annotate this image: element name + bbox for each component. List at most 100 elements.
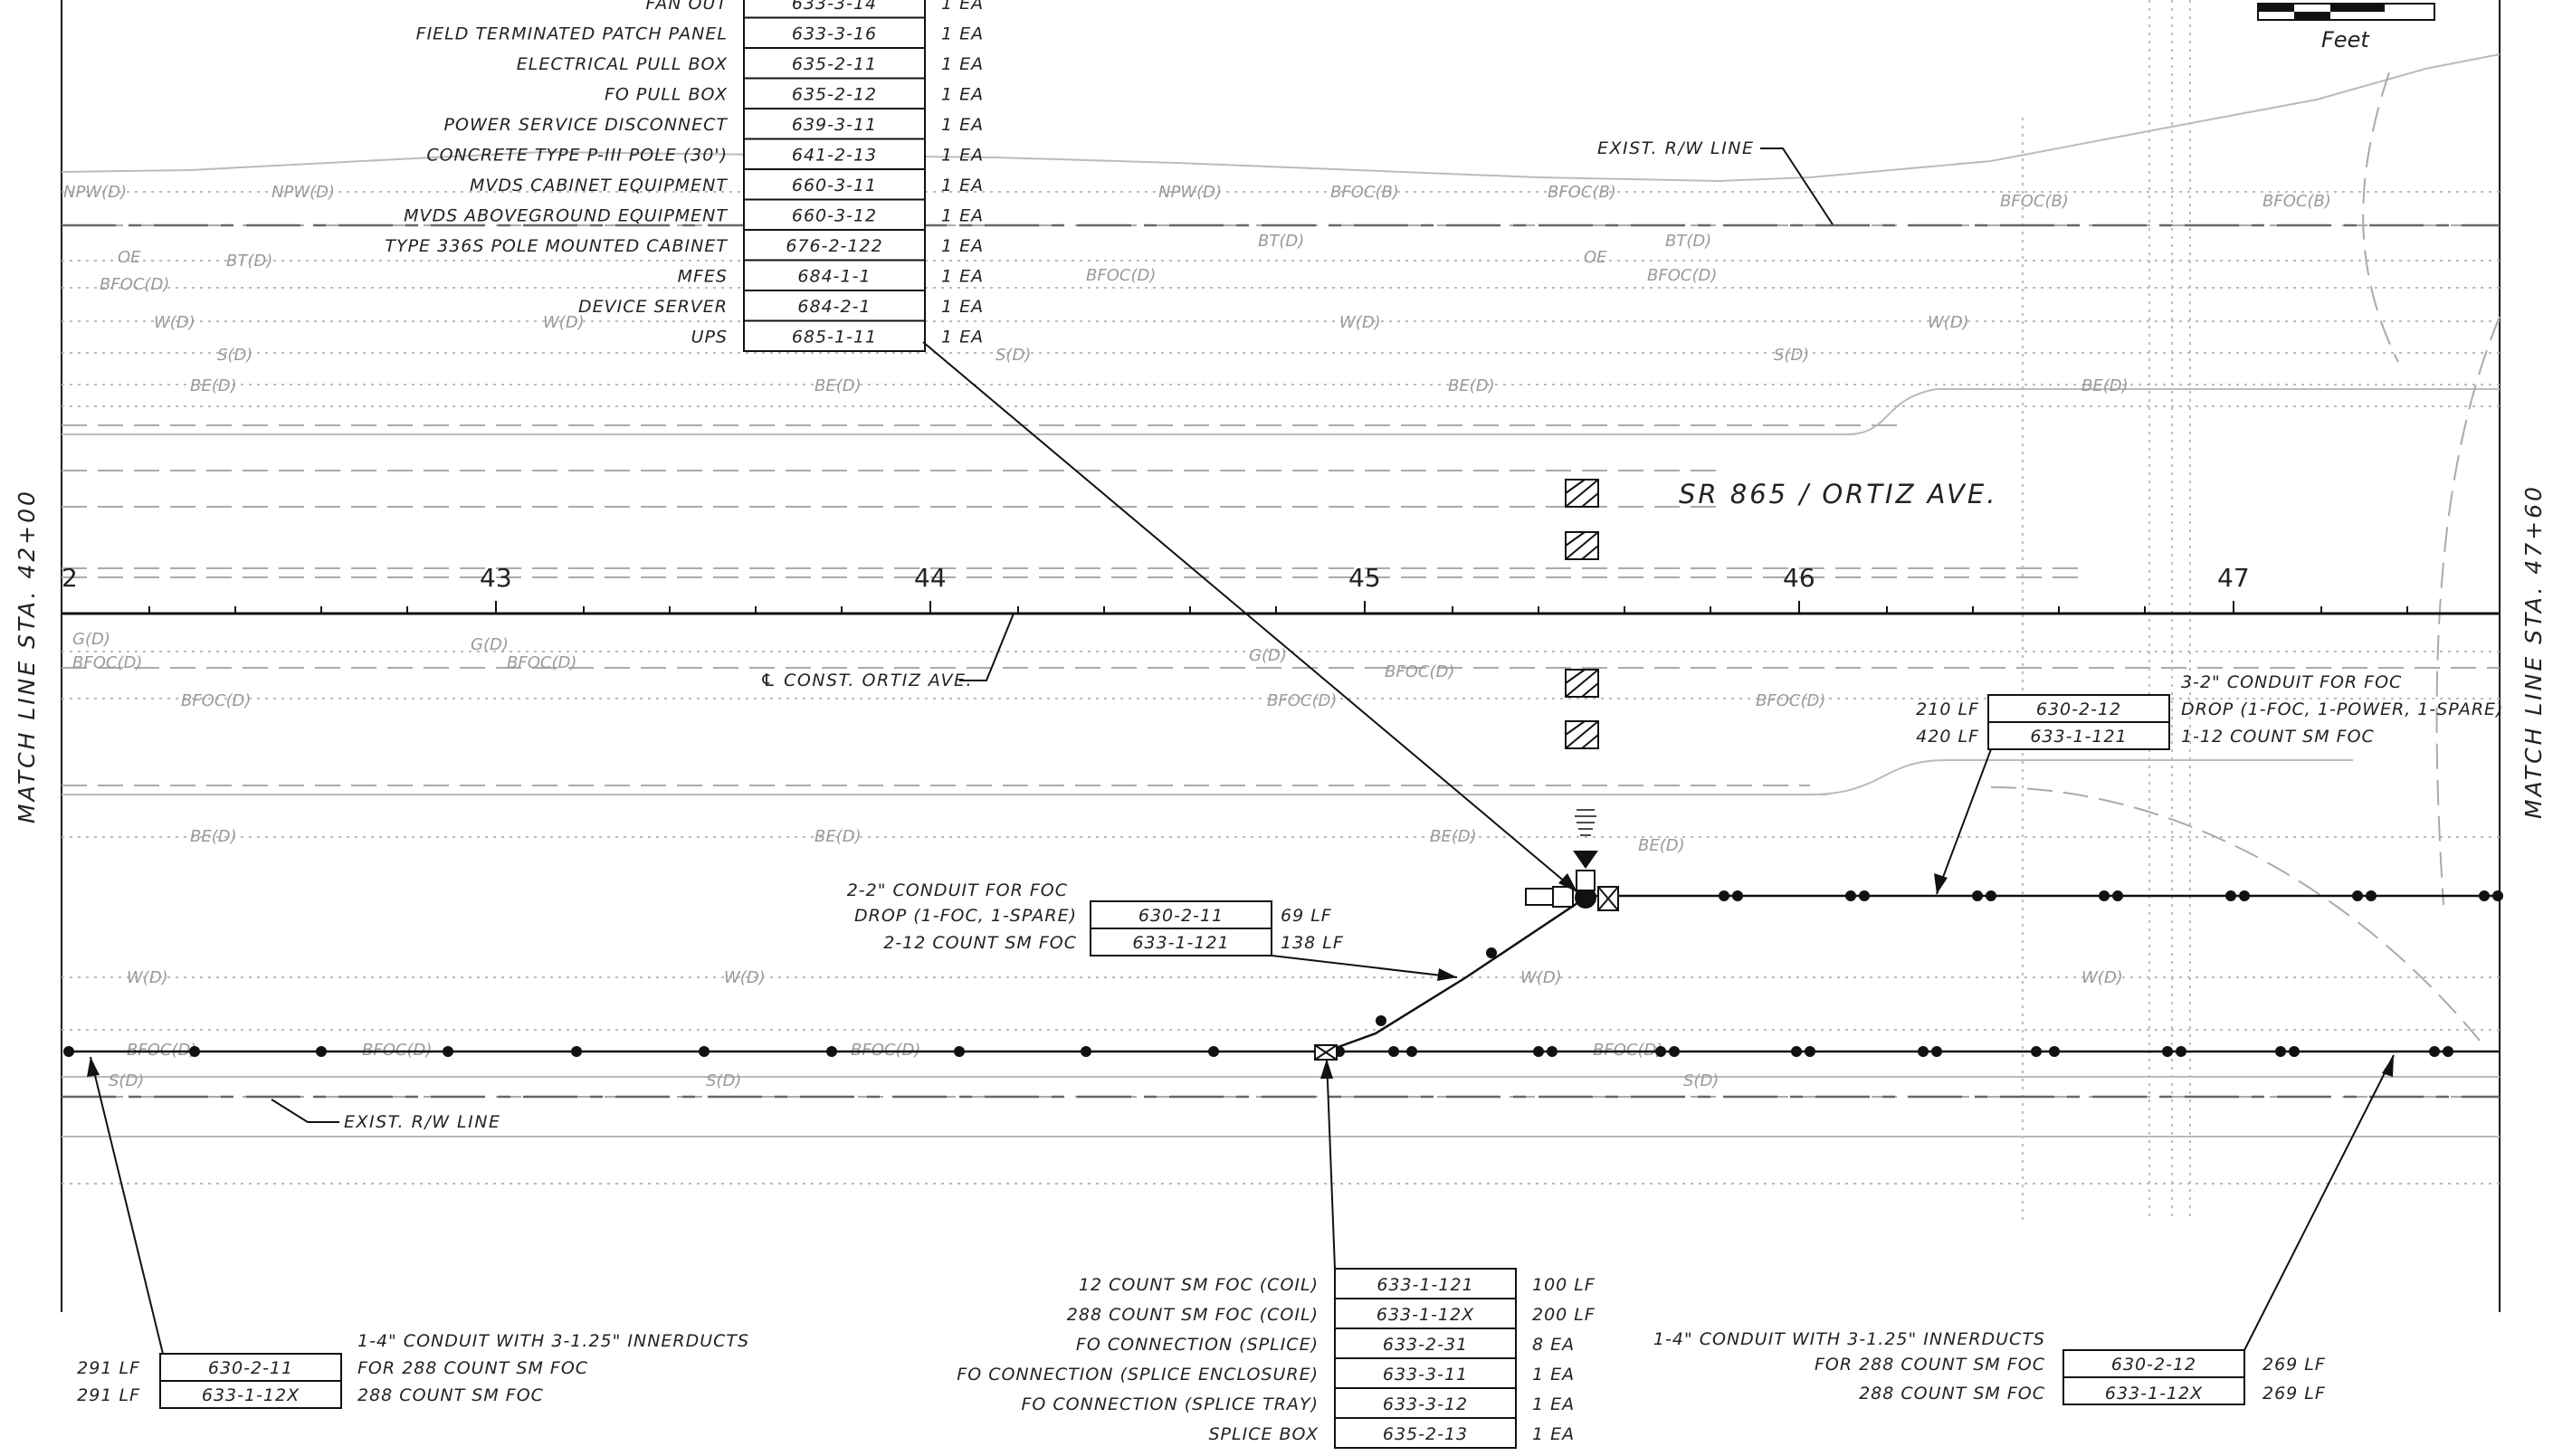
code-cell: 633-1-12X — [202, 1385, 300, 1405]
callout-drop-right: 210 LF 630-2-12 3-2" CONDUIT FOR FOC DRO… — [1916, 672, 2503, 895]
station-label: 45 — [1348, 563, 1381, 593]
pay-item-desc: DEVICE SERVER — [578, 297, 728, 317]
splice-item-qty: 1 EA — [1532, 1365, 1575, 1385]
desc-cell: 3-2" CONDUIT FOR FOC — [2181, 672, 2402, 692]
pull-box-dot — [2352, 890, 2363, 901]
station-label: 43 — [480, 563, 512, 593]
pay-item-desc: FO PULL BOX — [605, 85, 728, 105]
pay-item-qty: 1 EA — [941, 206, 984, 226]
utility-label: BE(D) — [190, 827, 237, 846]
splice-item-qty: 100 LF — [1532, 1275, 1596, 1295]
utility-label: G(D) — [1249, 646, 1287, 665]
pay-item-qty: 1 EA — [941, 115, 984, 135]
desc-cell: 288 COUNT SM FOC — [1859, 1384, 2045, 1404]
utility-labels: NPW(D) NPW(D) NPW(D) BFOC(B) BFOC(B) BFO… — [63, 183, 2331, 1090]
utility-label: BFOC(D) — [1267, 691, 1337, 710]
pay-item-code: 685-1-11 — [792, 328, 877, 347]
pull-box-dot — [63, 1046, 74, 1057]
power-disconnect-icon — [1552, 886, 1574, 908]
pull-box-dot — [1533, 1046, 1544, 1057]
utility-label: S(D) — [706, 1071, 741, 1090]
pay-item-desc: MFES — [678, 267, 728, 287]
qty-cell: 291 LF — [77, 1358, 140, 1378]
pull-box-dot — [954, 1046, 965, 1057]
pull-box-dot — [2099, 890, 2110, 901]
pull-box-dot — [2239, 890, 2250, 901]
title-cell: 1-4" CONDUIT WITH 3-1.25" INNERDUCTS — [357, 1331, 749, 1351]
splice-item-desc: 12 COUNT SM FOC (COIL) — [1079, 1275, 1319, 1295]
utility-label: BT(D) — [1665, 232, 1711, 251]
utility-label: G(D) — [72, 630, 110, 649]
utility-label: BFOC(D) — [1756, 691, 1825, 710]
splice-item-desc: SPLICE BOX — [1208, 1424, 1319, 1444]
utility-label: BFOC(D) — [1593, 1041, 1662, 1060]
splice-item-code: 633-3-11 — [1383, 1365, 1468, 1385]
utility-label: BFOC(D) — [127, 1041, 196, 1060]
code-cell: 630-2-12 — [2111, 1355, 2196, 1375]
pull-box-dot — [1918, 1046, 1929, 1057]
splice-item-desc: FO CONNECTION (SPLICE ENCLOSURE) — [957, 1365, 1319, 1385]
utility-label: BE(D) — [1638, 836, 1685, 855]
splice-item-qty: 200 LF — [1532, 1305, 1596, 1325]
pull-box-dot — [2049, 1046, 2060, 1057]
station-label: 46 — [1783, 563, 1815, 593]
utility-label: BFOC(D) — [1385, 662, 1454, 681]
utility-label: BE(D) — [814, 376, 862, 395]
pay-item-qty: 1 EA — [941, 267, 984, 287]
pull-box-dot — [1208, 1046, 1219, 1057]
utility-label: W(D) — [724, 968, 766, 987]
utility-label: S(D) — [217, 346, 252, 365]
pull-box-dot — [1931, 1046, 1942, 1057]
pull-box-dot — [2492, 890, 2503, 901]
utility-label: BFOC(D) — [72, 653, 142, 672]
scale-unit-label: Feet — [2321, 27, 2370, 52]
pull-box-dot — [1406, 1046, 1417, 1057]
splice-item-code: 633-1-12X — [1377, 1305, 1474, 1325]
pull-box-dot — [1547, 1046, 1558, 1057]
splice-item-code: 633-3-12 — [1383, 1394, 1468, 1414]
pull-box-dot — [316, 1046, 327, 1057]
pay-item-desc: UPS — [691, 328, 728, 347]
utility-label: BT(D) — [226, 252, 272, 271]
pay-item-qty: 1 EA — [941, 146, 984, 166]
qty-cell: 138 LF — [1281, 933, 1344, 953]
qty-cell: 269 LF — [2262, 1384, 2326, 1404]
utility-label: NPW(D) — [271, 183, 335, 202]
pay-item-desc: ELECTRICAL PULL BOX — [517, 54, 728, 74]
wireless-signal-icon — [1575, 809, 1596, 836]
desc-cell: 288 COUNT SM FOC — [357, 1385, 544, 1405]
callout-conduit-right: 1-4" CONDUIT WITH 3-1.25" INNERDUCTS FOR… — [1653, 1054, 2395, 1405]
callout-conduit-left: 1-4" CONDUIT WITH 3-1.25" INNERDUCTS 291… — [77, 1056, 749, 1409]
desc-cell: DROP (1-FOC, 1-POWER, 1-SPARE) — [2181, 699, 2503, 719]
code-cell: 630-2-11 — [208, 1358, 293, 1378]
utility-label: NPW(D) — [1158, 183, 1222, 202]
pull-box-dot — [1986, 890, 1996, 901]
utility-label: W(D) — [2081, 968, 2123, 987]
pull-box-dot — [2289, 1046, 2300, 1057]
qty-cell: 291 LF — [77, 1385, 140, 1405]
pull-box-dot — [2429, 1046, 2440, 1057]
utility-label: W(D) — [1928, 313, 1969, 332]
utility-label: S(D) — [109, 1071, 144, 1090]
pay-item-desc: MVDS ABOVEGROUND EQUIPMENT — [404, 206, 728, 226]
road-name-label: SR 865 / ORTIZ AVE. — [1679, 479, 1997, 509]
station-label: 44 — [914, 563, 947, 593]
qty-cell: 269 LF — [2262, 1355, 2326, 1375]
pay-item-qty: 1 EA — [941, 236, 984, 256]
pull-box-dot — [1791, 1046, 1802, 1057]
pull-box-dot — [2479, 890, 2490, 901]
pay-item-qty: 1 EA — [941, 328, 984, 347]
splice-item-code: 635-2-13 — [1383, 1424, 1468, 1444]
desc-cell: DROP (1-FOC, 1-SPARE) — [854, 906, 1077, 926]
pay-item-desc: FAN OUT — [645, 0, 728, 14]
pull-box-dot — [1972, 890, 1983, 901]
pull-box-dot — [443, 1046, 453, 1057]
utility-label: BFOC(D) — [100, 275, 169, 294]
pull-box-dot — [1669, 1046, 1680, 1057]
desc-cell: FOR 288 COUNT SM FOC — [1815, 1355, 2045, 1375]
pull-box-dot — [1732, 890, 1743, 901]
leader-top-table — [922, 341, 1578, 893]
callout-drop-mid: 2-2" CONDUIT FOR FOC DROP (1-FOC, 1-SPAR… — [847, 880, 1458, 981]
